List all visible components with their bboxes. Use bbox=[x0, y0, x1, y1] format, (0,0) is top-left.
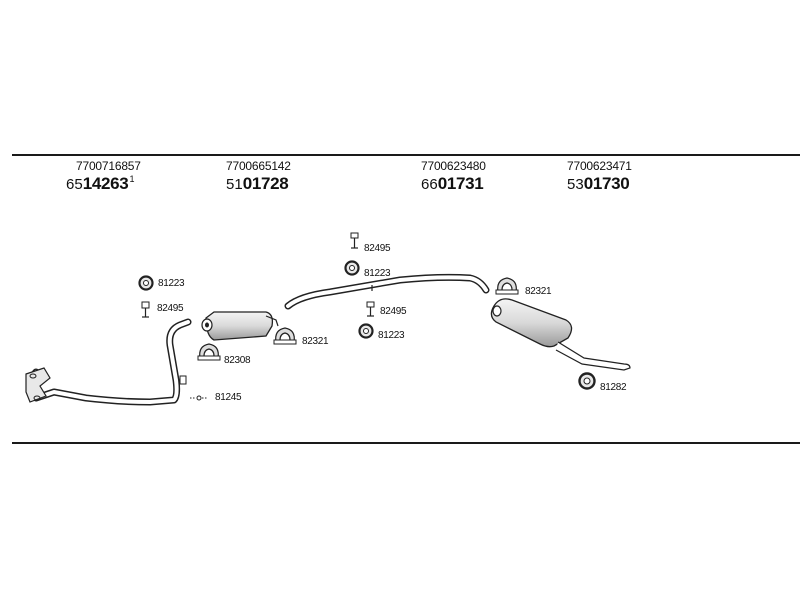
part-label-clamp: 82308 bbox=[224, 355, 251, 366]
catalog-code: 01730 bbox=[583, 174, 630, 193]
code-superscript: 1 bbox=[129, 174, 135, 184]
part-label-clamp: 82321 bbox=[525, 286, 552, 297]
clamp-icon bbox=[197, 343, 221, 361]
oem-part-number: 7700623480 bbox=[421, 159, 486, 173]
rubber-ring-icon bbox=[358, 323, 374, 339]
intermediate-pipe-icon bbox=[284, 273, 490, 310]
part-label-rubber-ring: 81223 bbox=[378, 330, 405, 341]
part-label-hanger: 82495 bbox=[380, 306, 407, 317]
code-prefix: 65 bbox=[66, 176, 83, 193]
part-header-rear-silencer: 7700623471 5301730 bbox=[567, 160, 632, 193]
oem-part-number: 7700716857 bbox=[76, 159, 141, 173]
part-label-rubber-ring: 81223 bbox=[158, 278, 185, 289]
catalog-code: 14263 bbox=[82, 174, 129, 193]
part-header-front-pipe: 7700716857 65142631 bbox=[66, 159, 141, 193]
part-label-hanger: 82495 bbox=[364, 243, 391, 254]
rear-silencer-icon bbox=[490, 298, 631, 371]
rubber-ring-icon bbox=[344, 260, 360, 276]
top-rule bbox=[12, 154, 800, 156]
catalog-code: 01731 bbox=[437, 174, 484, 193]
part-label-gasket: 81245 bbox=[215, 392, 242, 403]
bottom-rule bbox=[12, 442, 800, 444]
rubber-ring-icon bbox=[138, 275, 154, 291]
code-prefix: 51 bbox=[226, 176, 243, 193]
hanger-icon bbox=[366, 301, 375, 317]
part-label-clamp: 82321 bbox=[302, 336, 329, 347]
oem-part-number: 7700623471 bbox=[567, 159, 632, 173]
rubber-ring-icon bbox=[578, 372, 596, 390]
part-label-rubber-ring: 81282 bbox=[600, 382, 627, 393]
hanger-icon bbox=[350, 232, 359, 249]
part-label-hanger: 82495 bbox=[157, 303, 184, 314]
oem-part-number: 7700665142 bbox=[226, 159, 291, 173]
catalog-code: 01728 bbox=[242, 174, 289, 193]
hanger-icon bbox=[141, 301, 150, 318]
part-header-intermediate-pipe: 7700623480 6601731 bbox=[421, 160, 486, 193]
part-label-rubber-ring: 81223 bbox=[364, 268, 391, 279]
code-prefix: 66 bbox=[421, 176, 438, 193]
part-header-center-silencer: 7700665142 5101728 bbox=[226, 160, 291, 193]
front-pipe-icon bbox=[25, 318, 192, 406]
center-silencer-icon bbox=[201, 311, 279, 341]
code-prefix: 53 bbox=[567, 176, 584, 193]
clamp-icon bbox=[273, 327, 297, 345]
clamp-icon bbox=[495, 277, 519, 295]
gasket-icon bbox=[190, 395, 208, 401]
